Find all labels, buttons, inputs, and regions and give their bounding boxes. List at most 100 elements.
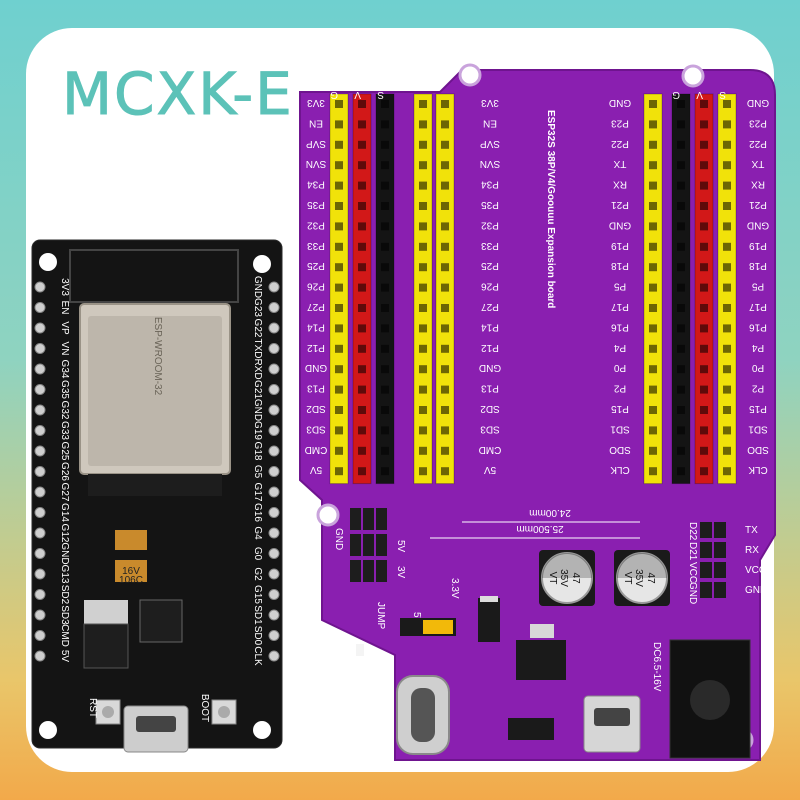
pin-hole [723,304,731,312]
left-pin-label: 5V [484,464,497,475]
pin-hole [419,385,427,394]
uart-label: VCC [745,565,766,576]
dev-pin [34,466,46,477]
pin-hole [677,304,685,312]
dev-pin [268,507,280,518]
pin-hole [358,365,366,374]
dev-right-pin-label: G15 [252,585,263,604]
dev-left-pin-label: G13 [59,565,70,584]
pin-hole [700,263,708,272]
left-edge-pin-label: P27 [307,301,325,312]
pin-hole [419,467,427,476]
left-edge-pin-label: SVP [306,138,326,149]
dimension-outer: 25.500mm [516,523,563,534]
pin-hole [419,263,427,272]
header-label-right: V [696,89,703,100]
dev-right-pin-label: G2 [252,567,263,581]
pin-hole [441,467,449,476]
pin-hole [441,161,449,170]
pin-hole [335,181,343,190]
module-pads [88,474,222,496]
pin-hole [677,344,685,353]
dev-board: 3V3ENVPVNG34G35G32G33G25G26G27G14G12GNDG… [31,239,283,753]
dev-pin [268,589,280,600]
pin-hole [723,406,731,414]
power-label-5v: 5V [395,540,406,553]
pin-hole [381,406,389,414]
uart-pin [700,522,712,538]
capacitor-left-series: VT [547,572,558,585]
dev-pin [268,445,280,457]
left-edge-pin-label: SD2 [306,403,326,414]
pin-hole [649,344,657,353]
rst-label: RST [87,698,98,718]
right-pin-label: P22 [611,138,629,149]
dev-pin [268,650,280,662]
pwr-led [356,644,364,656]
regulator-tab [530,624,554,638]
dev-pin [268,425,280,436]
dev-left-pin-label: G34 [59,360,70,379]
pin-hole [358,181,366,190]
pin-hole [677,100,685,108]
dc-label: DC6.5-16V [651,642,662,692]
dev-right-pin-label: G16 [252,503,263,522]
power-pin [363,560,374,582]
dev-mounting-hole [253,255,271,273]
dev-left-pin-label: CMD [59,624,70,647]
pin-hole [419,406,427,414]
dev-pin [34,445,46,457]
dev-regulator [83,623,129,669]
pin-hole [358,263,366,272]
dev-right-pin-label: G21 [252,380,263,399]
right-pin-label: P18 [611,260,629,271]
dev-pin [268,466,280,477]
dc-jack-opening [690,680,730,720]
pin-hole [677,324,685,333]
pin-hole [723,283,731,292]
left-pin-label: P34 [481,179,499,190]
pin-hole [419,344,427,353]
uart-label: RX [745,545,759,556]
pin-hole [419,222,427,231]
pin-hole [335,161,343,170]
pin-hole [441,140,449,149]
pin-hole [677,283,685,292]
dev-mounting-hole [39,253,57,271]
pin-hole [649,161,657,170]
pin-hole [358,344,366,353]
pin-hole [381,365,389,374]
dev-left-pin-label: G27 [59,483,70,502]
uart-pin [700,562,712,578]
pin-hole [335,385,343,394]
dev-left-pin-label: 3V3 [59,278,70,296]
right-pin-label: P2 [613,383,626,394]
dev-pin [268,281,280,293]
left-pin-label: P25 [481,260,499,271]
power-pin [363,534,374,556]
pin-hole [381,100,389,108]
pin-hole [441,120,449,129]
pin-hole [419,242,427,251]
right-edge-pin-label: P0 [751,362,764,373]
pin-hole [419,283,427,292]
left-pin-label: P12 [481,342,499,353]
pin-hole [381,120,389,129]
pin-hole [335,263,343,272]
pin-hole [381,222,389,231]
dev-pin [268,527,280,539]
pin-hole [419,365,427,374]
right-pin-label: P5 [613,281,626,292]
right-pin-label: P4 [613,342,626,353]
pin-hole [419,161,427,170]
capacitor-left-can [541,552,593,604]
right-pin-label: GND [609,97,631,108]
dev-pin [34,281,46,293]
left-pin-label: 3V3 [481,97,499,108]
power-pin [350,534,361,556]
pin-hole [335,365,343,374]
left-socket-a [413,93,433,485]
